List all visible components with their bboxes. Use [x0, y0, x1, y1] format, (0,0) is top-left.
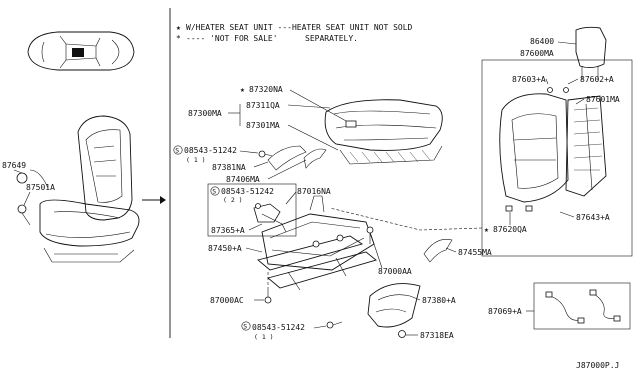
- bolt-87000AC: [264, 272, 272, 304]
- label-87318EA: 87318EA: [420, 331, 454, 340]
- screw-top: [258, 150, 273, 158]
- side-cover-small: [423, 239, 453, 263]
- label-87501A: 87501A: [26, 183, 55, 192]
- arrow-to-detail: [142, 196, 166, 204]
- star-87320NA: ★: [240, 85, 245, 94]
- inset-box: [207, 183, 297, 237]
- qty-08543-top: ( 1 ): [186, 156, 206, 164]
- qty-08543-bot: ( 1 ): [254, 333, 274, 341]
- seatback-clips: [505, 205, 533, 212]
- label-87643A: 87643+A: [576, 213, 610, 222]
- label-87380A: 87380+A: [422, 296, 456, 305]
- star-87620QA: ★: [484, 225, 489, 234]
- dashed-leader: [329, 207, 483, 231]
- label-87601MA: 87601MA: [586, 95, 620, 104]
- label-87450A: 87450+A: [208, 244, 242, 253]
- headrest: [575, 26, 607, 80]
- label-08543-bot: 08543-51242: [252, 323, 305, 332]
- clip-87318EA: [398, 330, 406, 338]
- trim-pieces: [267, 145, 327, 171]
- label-87300MA: 87300MA: [188, 109, 222, 118]
- screw-symbol-bot: [241, 321, 251, 331]
- label-87000AC: 87000AC: [210, 296, 244, 305]
- label-87406MA: 87406MA: [226, 175, 260, 184]
- label-87311QA: 87311QA: [246, 101, 280, 110]
- screw-s-mid: S: [212, 188, 216, 196]
- label-08543-mid: 08543-51242: [221, 187, 274, 196]
- label-87069A: 87069+A: [488, 307, 522, 316]
- bolt-87000AA: [366, 226, 374, 244]
- diagram-code: J87000P.J: [576, 361, 619, 370]
- label-87620QA: 87620QA: [493, 225, 527, 234]
- screw-s-top: S: [175, 147, 179, 155]
- side-cover-large: [367, 283, 421, 328]
- label-87000AA: 87000AA: [378, 267, 412, 276]
- heater-note: W/HEATER SEAT UNIT ---HEATER SEAT UNIT N…: [186, 23, 413, 32]
- label-87381NA: 87381NA: [212, 163, 246, 172]
- label-87602A: 87602+A: [580, 75, 614, 84]
- screw-symbol-top: [173, 145, 183, 155]
- seat-cushion: [324, 99, 443, 165]
- label-08543-top: 08543-51242: [184, 146, 237, 155]
- screw-bot: [326, 321, 343, 329]
- wire-harness: [545, 289, 621, 324]
- screw-s-bot: S: [243, 323, 247, 331]
- label-86400: 86400: [530, 37, 554, 46]
- label-87603A: 87603+A: [512, 75, 546, 84]
- seatback-cushion: [499, 87, 569, 203]
- label-87320NA: 87320NA: [249, 85, 283, 94]
- label-87301MA: 87301MA: [246, 121, 280, 130]
- recliner-lever: [253, 203, 287, 233]
- label-87600MA: 87600MA: [520, 49, 554, 58]
- qty-08543-mid: ( 2 ): [223, 196, 243, 204]
- screw-symbol-mid: [210, 186, 220, 196]
- car-top-view: [27, 31, 135, 71]
- not-for-sale-note: ---- 'NOT FOR SALE': [186, 34, 278, 43]
- label-87455MA: 87455MA: [458, 248, 492, 257]
- asterisk-note-symbol: *: [176, 34, 181, 43]
- seatback-box: [481, 59, 633, 257]
- seatback-frame: [565, 95, 607, 197]
- harness-box: [533, 282, 631, 330]
- label-87016NA: 87016NA: [297, 187, 331, 196]
- heater-note-line2: SEPARATELY.: [305, 34, 358, 43]
- label-87365A: 87365+A: [211, 226, 245, 235]
- star-note-symbol: ★: [176, 23, 181, 32]
- label-87649: 87649: [2, 161, 26, 170]
